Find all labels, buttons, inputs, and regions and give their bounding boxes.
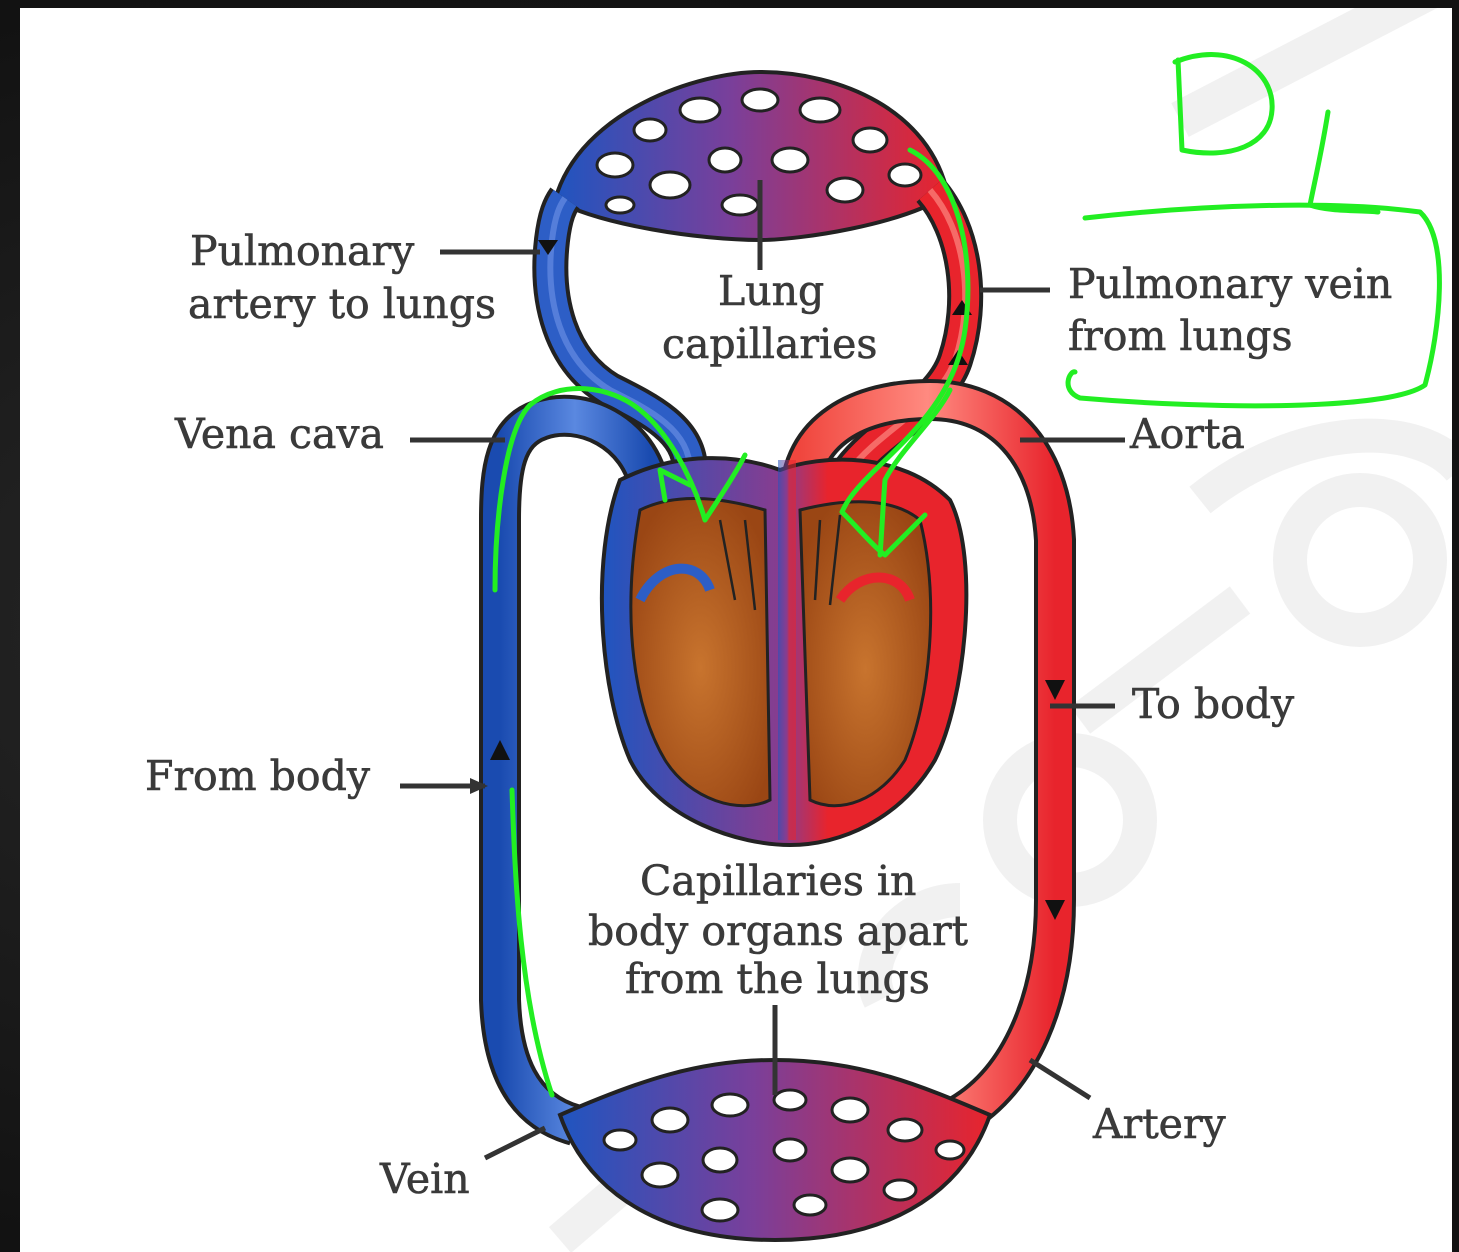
label-vena-cava: Vena cava xyxy=(174,410,384,458)
label-body-capillaries-line3: from the lungs xyxy=(625,955,930,1003)
lung-capillaries xyxy=(555,72,948,240)
label-lung-capillaries-line2: capillaries xyxy=(662,320,877,368)
label-pulmonary-vein-line1: Pulmonary vein xyxy=(1068,260,1392,308)
label-lung-capillaries-line1: Lung xyxy=(718,267,824,315)
heart xyxy=(602,458,966,845)
label-pulmonary-artery-line1: Pulmonary xyxy=(190,227,415,275)
label-pulmonary-artery-line2: artery to lungs xyxy=(188,280,496,328)
label-from-body: From body xyxy=(145,752,371,800)
circulation-diagram: Pulmonary artery to lungs Lung capillari… xyxy=(20,8,1452,1252)
label-aorta: Aorta xyxy=(1129,410,1245,458)
label-body-capillaries-line1: Capillaries in xyxy=(640,857,916,905)
diagram-panel: Pulmonary artery to lungs Lung capillari… xyxy=(20,8,1452,1252)
label-vein: Vein xyxy=(379,1155,470,1203)
label-pulmonary-vein-line2: from lungs xyxy=(1068,312,1293,360)
handwritten-l-mark xyxy=(1310,112,1378,212)
label-body-capillaries-line2: body organs apart xyxy=(588,907,969,955)
label-artery: Artery xyxy=(1092,1100,1227,1148)
label-to-body: To body xyxy=(1132,680,1295,728)
